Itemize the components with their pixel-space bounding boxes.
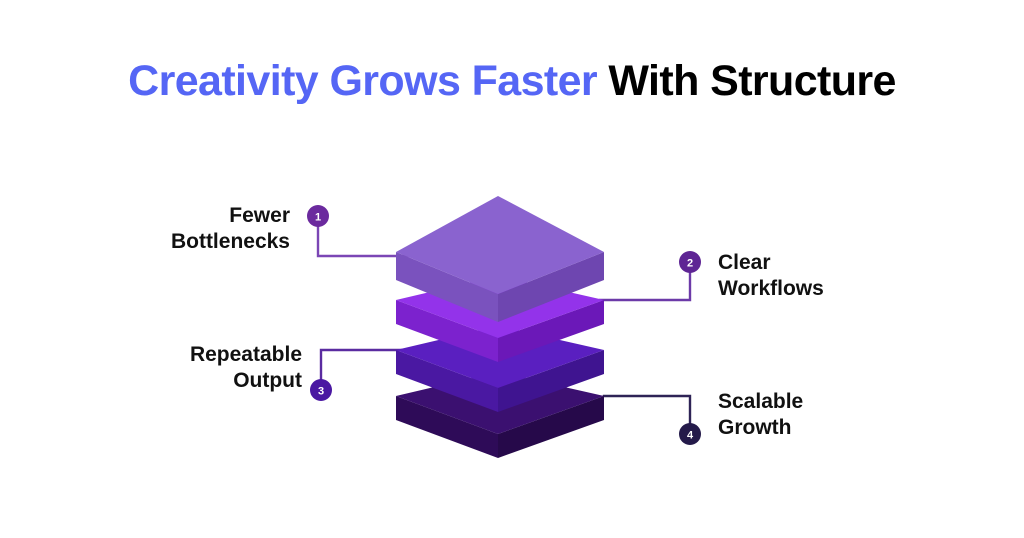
connector-line-1 <box>316 220 420 258</box>
layer-1-top-face <box>396 196 604 294</box>
connector-line-4 <box>602 394 692 430</box>
connector-line-2 <box>598 266 692 302</box>
connector-lines <box>316 220 692 430</box>
layer-4-left-side <box>396 396 498 458</box>
callout-badge-2[interactable]: 2 <box>679 251 701 273</box>
title-accent-text: Creativity Grows Faster <box>128 57 598 105</box>
callout-badge-3-number: 3 <box>318 386 324 398</box>
callout-label-clear-workflows: Clear Workflows <box>718 251 824 300</box>
connector-line-3 <box>319 348 410 389</box>
layer-1-left-side <box>396 252 498 322</box>
callout-label-repeatable-output: Repeatable Output <box>189 343 302 392</box>
title-plain-text: With Structure <box>597 57 896 105</box>
callout-badge-2-number: 2 <box>687 258 693 270</box>
layer-2-right-side <box>498 300 604 362</box>
layer-3-left-side <box>396 350 498 412</box>
stack-layer-1 <box>396 196 604 322</box>
callout-badge-4[interactable]: 4 <box>679 423 701 445</box>
callout-label-scalable-growth: Scalable Growth <box>718 390 804 439</box>
callout-badge-1-number: 1 <box>315 212 321 224</box>
layer-2-left-side <box>396 300 498 362</box>
callout-badge-1[interactable]: 1 <box>307 205 329 227</box>
callout-badges: 1 2 3 4 <box>307 205 701 445</box>
callout-label-fewer-bottlenecks: Fewer Bottlenecks <box>170 204 290 253</box>
layer-3-right-side <box>498 350 604 412</box>
callout-badge-3[interactable]: 3 <box>310 379 332 401</box>
layer-4-right-side <box>498 396 604 458</box>
layer-1-right-side <box>498 252 604 322</box>
page-title: Creativity Grows Faster With Structure <box>0 57 1024 105</box>
callout-badge-4-number: 4 <box>687 430 694 442</box>
